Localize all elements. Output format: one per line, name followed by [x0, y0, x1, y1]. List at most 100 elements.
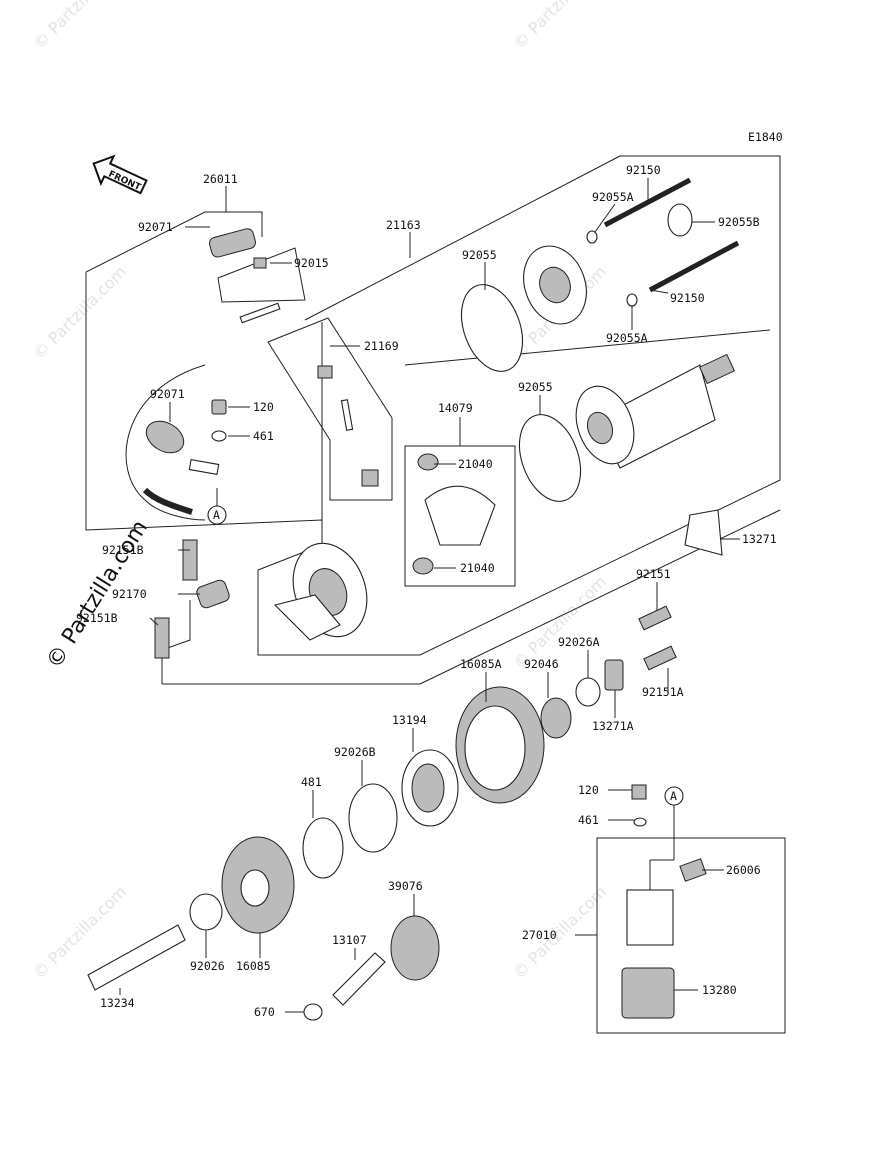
part-92055-oring	[518, 414, 582, 502]
part-label: 92071	[150, 387, 185, 401]
part-13280-cover	[621, 967, 675, 1019]
axis-line	[404, 329, 771, 366]
part-label: 92150	[626, 163, 661, 177]
part-label: 92151	[636, 567, 671, 581]
part-label: 92055A	[606, 331, 648, 345]
part-13234-shaft	[87, 924, 186, 991]
part-27010-relay	[626, 889, 674, 946]
part-label: 461	[578, 813, 599, 827]
brush-holder-nut	[317, 365, 333, 379]
front-arrow: FRONT	[92, 154, 148, 195]
part-481-circlip	[302, 817, 344, 879]
part-92055-oring	[460, 284, 524, 372]
part-label: 13107	[332, 933, 367, 947]
cable-terminal	[188, 459, 220, 475]
part-label: 21040	[458, 457, 493, 471]
part-label: 92151B	[76, 611, 118, 625]
part-92071-boot	[145, 420, 185, 454]
part-14079-brush-plate	[412, 453, 496, 575]
part-120-bolt	[211, 399, 227, 415]
watermark: © Partzilla.com	[29, 262, 130, 363]
part-92151B-bolt	[154, 617, 170, 659]
part-92046-bearing	[540, 697, 572, 739]
part-13271-clip	[684, 509, 723, 556]
part-92170-clamp	[196, 579, 230, 609]
part-label: 92026A	[558, 635, 600, 649]
part-label: 92170	[112, 587, 147, 601]
part-92055A-oring	[626, 293, 638, 307]
part-label: 27010	[522, 928, 557, 942]
part-label: 26006	[726, 863, 761, 877]
part-label: 92046	[524, 657, 559, 671]
reference-marker-label: A	[213, 508, 220, 522]
part-label: 92015	[294, 256, 329, 270]
part-92026B-ring	[348, 783, 398, 853]
terminal-bolt	[239, 302, 281, 324]
part-13271A-bracket	[604, 659, 624, 691]
part-label: 21169	[364, 339, 399, 353]
part-39076-gear	[390, 915, 440, 981]
part-label: 92026B	[334, 745, 376, 759]
part-label: 92151B	[102, 543, 144, 557]
part-label: 92055	[518, 380, 553, 394]
part-label: 481	[301, 775, 322, 789]
starter-cable	[125, 364, 206, 521]
diagram-code: E1840	[748, 130, 783, 144]
brush-holder-frame	[267, 317, 393, 501]
part-label: 92071	[138, 220, 173, 234]
part-front-cover	[273, 542, 368, 641]
part-label: 13234	[100, 996, 135, 1010]
reference-marker-label: A	[670, 789, 677, 803]
part-label: 461	[253, 429, 274, 443]
part-label: 16085	[236, 959, 271, 973]
part-461-washer	[211, 430, 227, 442]
part-label: 92055A	[592, 190, 634, 204]
part-670-oring	[303, 1003, 323, 1021]
brush	[361, 469, 379, 487]
frame-line	[304, 155, 621, 321]
part-label: 120	[578, 783, 599, 797]
part-label: 92055B	[718, 215, 760, 229]
part-92151B-bolt	[182, 539, 198, 581]
part-label: 26011	[203, 172, 238, 186]
part-motor-yoke	[575, 353, 736, 469]
part-92055A-oring	[586, 230, 598, 244]
part-label: 21163	[386, 218, 421, 232]
part-92151-bolt	[638, 605, 672, 631]
part-label: 670	[254, 1005, 275, 1019]
part-26006-fuse	[679, 858, 707, 882]
terminal-frame	[217, 247, 306, 303]
part-label: 16085A	[460, 657, 502, 671]
part-label: 120	[253, 400, 274, 414]
part-16085A-gear	[455, 686, 545, 804]
part-13107-shaft	[332, 952, 386, 1006]
part-label: 13271A	[592, 719, 634, 733]
part-label: 39076	[388, 879, 423, 893]
part-92026A-washer	[575, 677, 601, 707]
part-92055B-oring	[667, 203, 693, 237]
leader-lines	[119, 178, 740, 1013]
part-rear-cover	[523, 245, 587, 325]
cable-body	[142, 487, 193, 515]
part-26011-cap	[209, 228, 256, 258]
part-120-bolt	[631, 784, 647, 800]
part-label: 14079	[438, 401, 473, 415]
brush-spring	[340, 399, 354, 431]
watermark: © Partzilla.com	[509, 0, 610, 53]
part-461-washer	[633, 817, 647, 827]
part-92150-bolt	[648, 240, 740, 293]
part-label: 13271	[742, 532, 777, 546]
part-92151A-bolt	[643, 645, 677, 671]
part-13194-clutch	[401, 749, 459, 827]
part-label: 21040	[460, 561, 495, 575]
part-92015-nut	[253, 257, 267, 269]
part-label: 13194	[392, 713, 427, 727]
part-16085-gear	[221, 836, 295, 934]
sub-frame-lower	[161, 600, 191, 684]
part-label: 92150	[670, 291, 705, 305]
watermark: © Partzilla.com	[29, 0, 130, 53]
part-label: 92026	[190, 959, 225, 973]
part-label: 13280	[702, 983, 737, 997]
